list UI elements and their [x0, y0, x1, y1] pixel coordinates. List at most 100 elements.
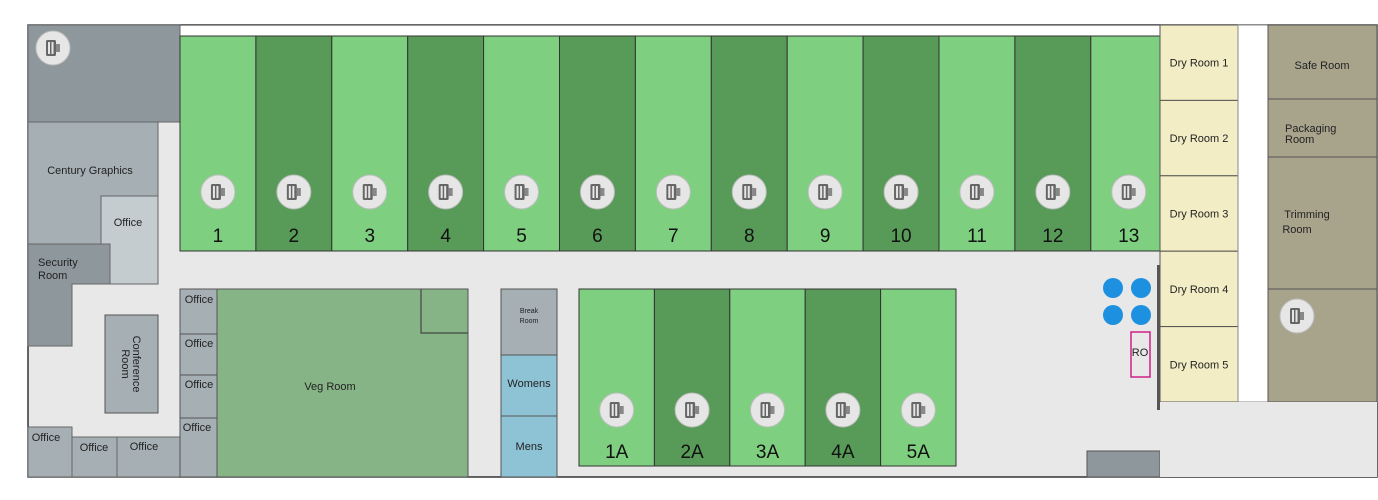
dry-room-label: Dry Room 5: [1170, 359, 1229, 371]
flower-room-7: 7: [634, 35, 712, 252]
flower-room-label: 3: [364, 226, 375, 247]
flower-room-label: 10: [890, 226, 911, 247]
grow-room-4A: 4A: [804, 288, 882, 467]
light-fixture-icon: [959, 174, 995, 210]
flower-room-area: [559, 35, 636, 252]
flower-room-area: [786, 35, 864, 252]
security-room-label-1: Security: [38, 257, 78, 269]
flower-room-area: [710, 35, 788, 252]
grow-room-1A: 1A: [578, 288, 655, 467]
flower-room-1: 1: [179, 35, 257, 252]
flower-room-area: [255, 35, 333, 252]
flower-room-12: 12: [1014, 35, 1092, 252]
dry-room-label: Dry Room 3: [1170, 209, 1229, 221]
flower-room-label: 8: [744, 226, 755, 247]
dry-room-4: Dry Room 4: [1159, 250, 1239, 328]
bottom-office-2: [71, 436, 118, 478]
light-fixture-icon: [504, 174, 540, 210]
womens-label: Womens: [507, 378, 551, 390]
grow-room-area: [804, 288, 882, 467]
flower-room-9: 9: [786, 35, 864, 252]
light-fixture-icon: [731, 174, 767, 210]
conference-room-label-2: Room: [119, 349, 131, 378]
flower-room-area: [179, 35, 257, 252]
flower-room-area: [407, 35, 485, 252]
mens-label: Mens: [516, 441, 543, 453]
packaging-room: [1267, 98, 1378, 158]
light-fixture-icon: [352, 174, 388, 210]
veg-office-1-label: Office: [185, 294, 214, 306]
flower-room-13: 13: [1090, 35, 1168, 252]
dry-room-2: Dry Room 2: [1159, 99, 1239, 177]
bottom-office-1-label: Office: [32, 432, 61, 444]
light-fixture-icon: [883, 174, 919, 210]
dry-room-area: [1159, 326, 1239, 403]
flower-room-2: 2: [255, 35, 333, 252]
light-fixture-icon: [750, 392, 785, 428]
grow-room-label: 2A: [680, 442, 704, 463]
water-tank: [1131, 278, 1151, 298]
flower-room-6: 6: [559, 35, 636, 252]
light-fixture-icon: [276, 174, 312, 210]
dry-room-area: [1159, 250, 1239, 328]
dry-room-5: Dry Room 5: [1159, 326, 1239, 403]
light-fixture-icon: [807, 174, 843, 210]
grow-room-label: 1A: [605, 442, 629, 463]
flower-room-area: [1014, 35, 1092, 252]
break-room-label-2: Room: [520, 318, 539, 325]
dry-room-1: Dry Room 1: [1159, 24, 1239, 101]
light-fixture-icon: [655, 174, 691, 210]
grow-room-2A: 2A: [653, 288, 731, 467]
mens-restroom: [500, 415, 558, 478]
flower-room-11: 11: [938, 35, 1016, 252]
safe-room: [1267, 24, 1378, 100]
flower-room-8: 8: [710, 35, 788, 252]
grow-room-5A: 5A: [880, 288, 957, 467]
flower-room-label: 9: [820, 226, 831, 247]
right-lower-area: [1160, 402, 1377, 477]
grow-room-label: 3A: [756, 442, 780, 463]
top-corridor-strip: [179, 24, 1161, 37]
break-room: [500, 288, 558, 356]
light-fixture-icon: [200, 174, 236, 210]
flower-room-label: 13: [1118, 226, 1139, 247]
flower-room-label: 5: [516, 226, 527, 247]
light-fixture-icon: [579, 174, 615, 210]
veg-office-3-label: Office: [185, 379, 214, 391]
flower-room-area: [634, 35, 712, 252]
grow-room-area: [729, 288, 806, 467]
grow-room-area: [880, 288, 957, 467]
ro-unit: [1130, 331, 1151, 378]
dry-rooms: Dry Room 1 Dry Room 2 Dry Room 3 Dry Room 4…: [1159, 24, 1239, 403]
light-fixture-icon: [599, 392, 635, 428]
dry-room-label: Dry Room 1: [1170, 58, 1229, 70]
flower-room-label: 2: [289, 226, 300, 247]
flower-room-label: 4: [440, 226, 451, 247]
safe-room-label: Safe Room: [1294, 60, 1349, 72]
security-room-label-2: Room: [38, 270, 67, 282]
flower-room-10: 10: [862, 35, 940, 252]
break-room-label-1: Break: [520, 308, 539, 315]
flower-room-5: 5: [483, 35, 561, 252]
right-corridor: [1237, 24, 1269, 403]
bottom-office-1: [27, 426, 73, 478]
flower-room-label: 6: [592, 226, 603, 247]
womens-restroom: [500, 354, 558, 417]
water-tank: [1103, 305, 1123, 325]
trimming-room: [1267, 156, 1378, 403]
grow-room-area: [578, 288, 655, 467]
trimming-room-label-1: Trimming: [1284, 209, 1329, 221]
light-fixture-icon: [1035, 174, 1071, 210]
packaging-room-label-2: Room: [1285, 134, 1314, 146]
flower-room-area: [483, 35, 561, 252]
grow-room-3A: 3A: [729, 288, 806, 467]
conference-room: [104, 314, 159, 414]
veg-room: [216, 288, 469, 478]
bottom-office-2-label: Office: [80, 442, 109, 454]
veg-office-4: [179, 417, 218, 478]
light-fixture-icon: [900, 392, 936, 428]
flower-room-label: 7: [668, 226, 679, 247]
dry-room-3: Dry Room 3: [1159, 175, 1239, 252]
